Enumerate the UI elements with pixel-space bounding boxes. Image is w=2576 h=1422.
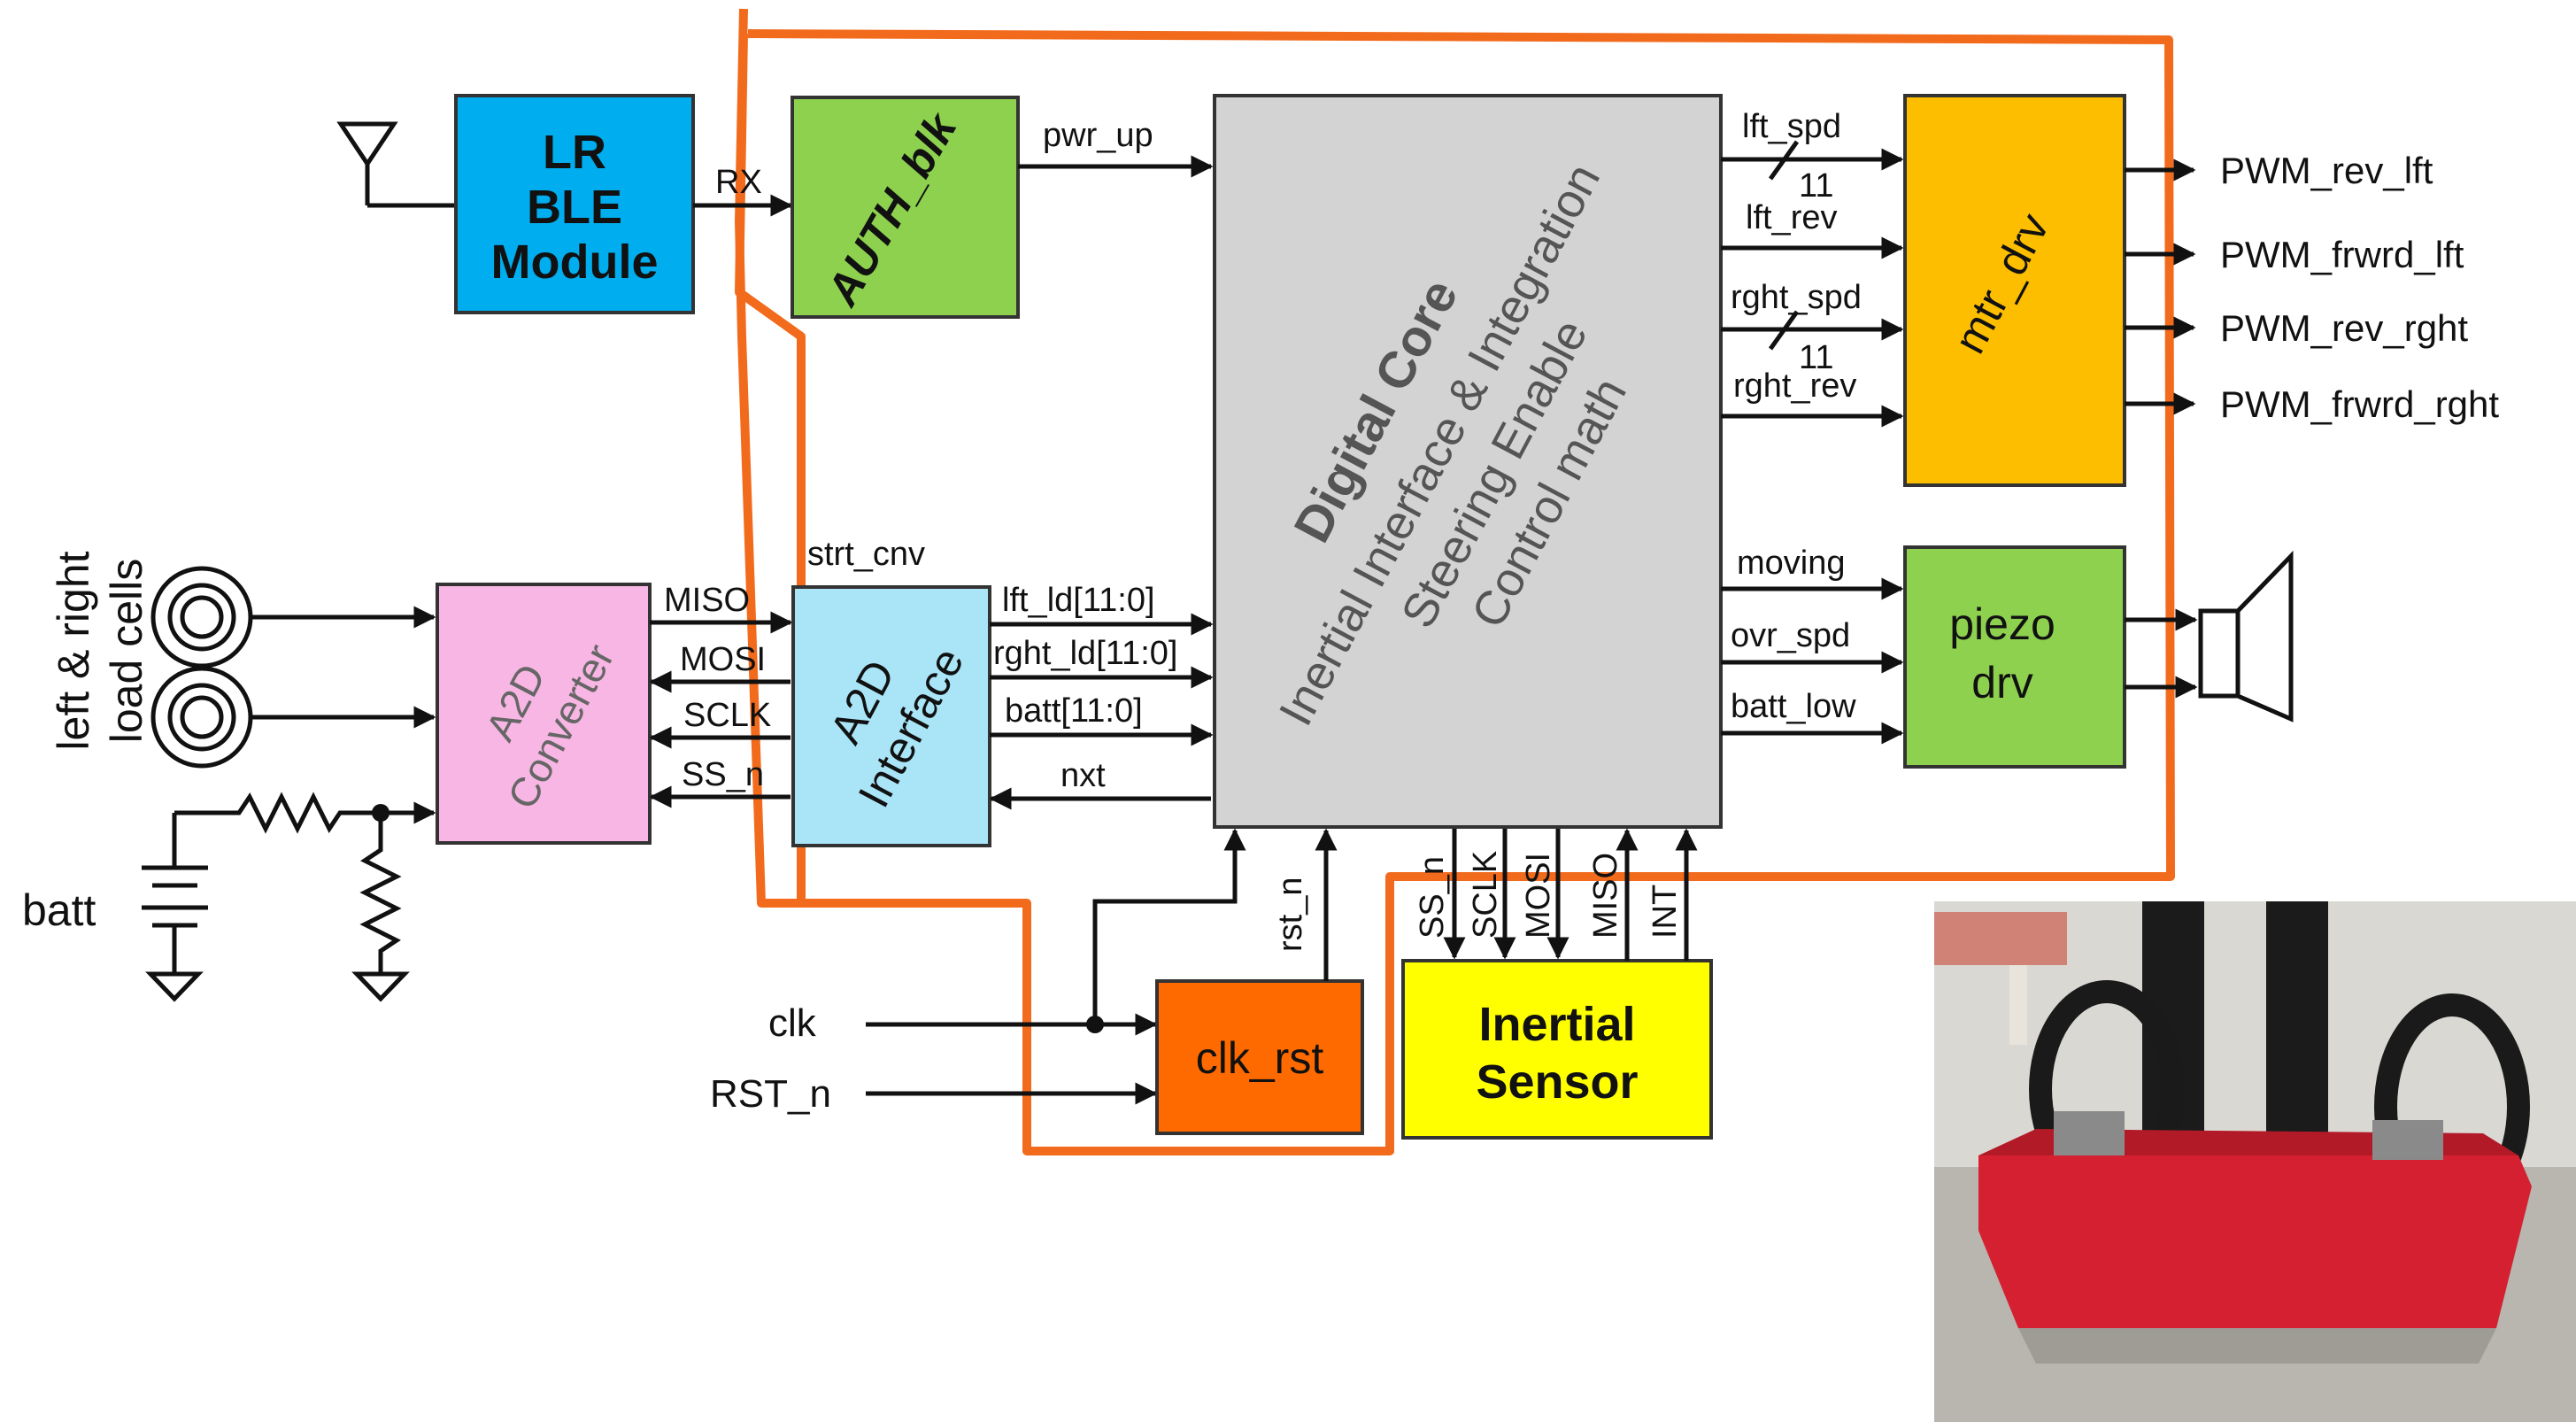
ble-label-3: Module [491, 236, 659, 289]
output-pwm-frwrd-lft: PWM_frwrd_lft [2220, 234, 2464, 275]
ble-label-2: BLE [527, 181, 622, 234]
signal-sclk: SCLK [683, 697, 771, 734]
imu-signal-int: INT [1647, 885, 1684, 939]
output-pwm-rev-lft: PWM_rev_lft [2220, 150, 2433, 191]
bus-width-2: 11 [1799, 339, 1833, 376]
signal-rght-spd: rght_spd [1731, 279, 1862, 316]
piezo-label-2: drv [1971, 658, 2032, 707]
signal-pwr-up: pwr_up [1043, 117, 1153, 154]
signal-batt-low: batt_low [1731, 688, 1856, 725]
signal-moving: moving [1737, 545, 1846, 582]
a2d-converter-block [436, 583, 652, 845]
signal-batt-bus: batt[11:0] [1005, 692, 1143, 730]
a2d-interface-block [791, 585, 991, 847]
inertial-sensor-block [1401, 959, 1713, 1140]
input-clk: clk [768, 1001, 817, 1045]
signal-ss-n: SS_n [682, 756, 764, 793]
label-load-cells-1: left & right [49, 551, 98, 750]
piezo-label-1: piezo [1949, 599, 2055, 649]
label-batt: batt [22, 885, 96, 935]
signal-rst-n: rst_n [1272, 877, 1309, 952]
signal-mosi: MOSI [680, 641, 766, 678]
input-rst-n: RST_n [710, 1072, 831, 1116]
signal-rx: RX [715, 164, 762, 201]
inertial-label-1: Inertial [1478, 998, 1635, 1051]
digital-core-block [1213, 94, 1723, 829]
mtr-drv-block [1903, 94, 2126, 487]
signal-rght-rev: rght_rev [1733, 367, 1856, 405]
inertial-label-2: Sensor [1476, 1055, 1638, 1109]
imu-signal-miso: MISO [1587, 853, 1624, 939]
antenna-icon [336, 121, 456, 208]
piezo-drv-block [1903, 545, 2126, 769]
signal-rght-ld: rght_ld[11:0] [993, 635, 1177, 672]
auth-block [791, 96, 1020, 319]
speaker-icon [2198, 550, 2294, 723]
clk-rst-label: clk_rst [1196, 1033, 1324, 1083]
load-cell-icon [150, 666, 253, 769]
resistor-icon [351, 813, 410, 1002]
imu-signal-sclk: SCLK [1467, 851, 1504, 939]
load-cell-icon [150, 566, 253, 668]
bus-width-1: 11 [1799, 167, 1833, 205]
signal-miso: MISO [664, 582, 750, 619]
signal-lft-ld: lft_ld[11:0] [1002, 582, 1155, 619]
robot-photo [1934, 901, 2576, 1422]
signal-strt-cnv: strt_cnv [807, 536, 925, 573]
clk-rst-block [1155, 979, 1364, 1135]
imu-signal-mosi: MOSI [1520, 853, 1557, 939]
output-pwm-rev-rght: PWM_rev_rght [2220, 307, 2468, 349]
signal-nxt: nxt [1060, 757, 1106, 794]
ble-module-block [454, 94, 695, 314]
imu-signal-ss-n: SS_n [1414, 856, 1451, 939]
signal-lft-spd: lft_spd [1742, 108, 1841, 145]
signal-lft-rev: lft_rev [1746, 199, 1837, 236]
resistor-icon [174, 792, 381, 834]
battery-icon [142, 813, 208, 1002]
output-pwm-frwrd-rght: PWM_frwrd_rght [2220, 383, 2499, 425]
signal-ovr-spd: ovr_spd [1731, 617, 1850, 654]
label-load-cells-2: load cells [102, 559, 151, 743]
ble-label-1: LR [543, 126, 606, 179]
